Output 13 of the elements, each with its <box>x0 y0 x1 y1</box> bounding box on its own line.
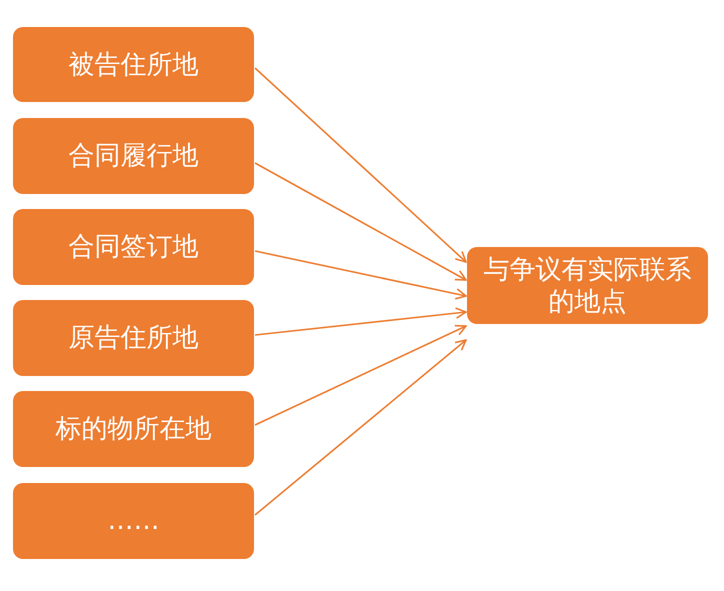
rounded-box: 被告住所地 <box>13 27 254 102</box>
arrow <box>254 307 467 336</box>
rounded-box: 与争议有实际联系的地点 <box>467 247 708 324</box>
rounded-box: 合同履行地 <box>13 118 254 194</box>
rounded-box: 合同签订地 <box>13 209 254 285</box>
rounded-box: 标的物所在地 <box>13 391 254 467</box>
arrow <box>254 250 467 300</box>
arrow <box>254 67 467 263</box>
rounded-box: 原告住所地 <box>13 300 254 376</box>
arrow <box>254 339 467 516</box>
rounded-box: …… <box>13 483 254 559</box>
arrow <box>254 324 467 426</box>
arrow <box>254 162 467 281</box>
